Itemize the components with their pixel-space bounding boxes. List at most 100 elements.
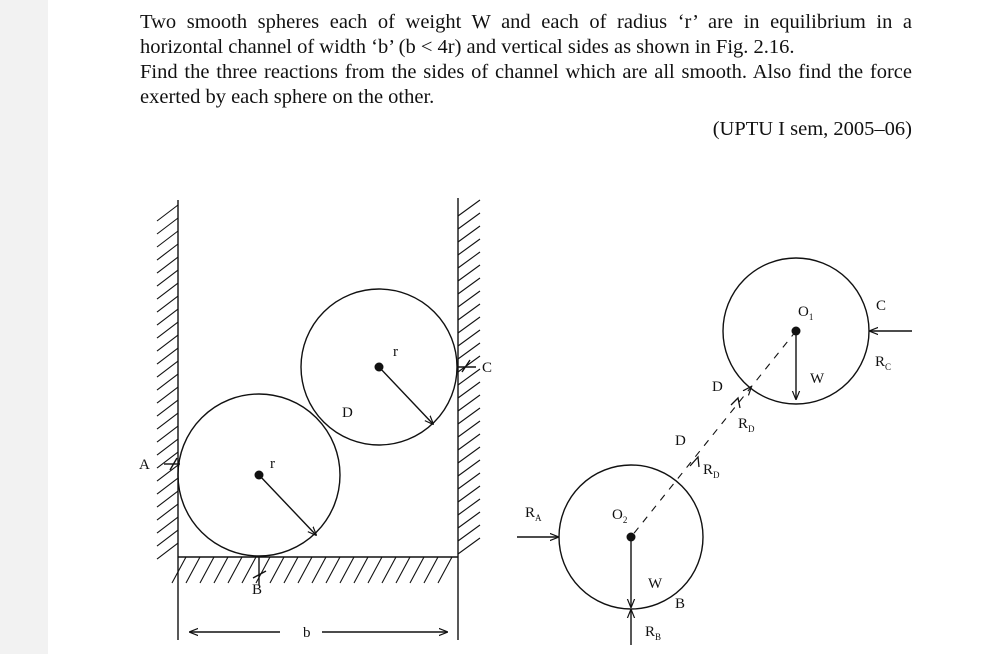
hatch-line [227, 556, 243, 584]
hatch-line [156, 451, 179, 469]
label-Rc: RC [875, 354, 891, 372]
hatch-line [241, 556, 257, 584]
hatch-line [171, 556, 187, 584]
rd-lower-arrowhead [689, 455, 700, 468]
hatch-line [457, 238, 481, 256]
hatch-line [457, 316, 481, 334]
label-O2: O2 [612, 507, 627, 525]
hatch-line [457, 342, 481, 360]
free-body-diagram [517, 257, 912, 645]
hatch-line [457, 290, 481, 308]
left-wall-hatching [156, 204, 179, 560]
hatch-line [457, 303, 481, 321]
hatch-line [156, 217, 179, 235]
fbd-o2-center [626, 532, 636, 542]
hatch-line [457, 329, 481, 347]
hatch-line [156, 490, 179, 508]
problem-line-2: Find the three reactions from the sides … [140, 61, 912, 108]
hatch-line [269, 556, 285, 584]
hatch-line [156, 347, 179, 365]
hatch-line [311, 556, 327, 584]
hatch-line [156, 438, 179, 456]
hatch-line [156, 256, 179, 274]
label-RA: RA [525, 505, 542, 523]
hatch-line [457, 368, 481, 386]
hatch-line [156, 282, 179, 300]
hatch-line [297, 556, 313, 584]
hatch-line [199, 556, 215, 584]
hatch-line [457, 407, 481, 425]
hatch-line [156, 412, 179, 430]
hatch-line [156, 295, 179, 313]
label-RD-upper: RD [738, 416, 755, 434]
hatch-line [409, 556, 425, 584]
hatch-line [457, 199, 481, 217]
label-r-upper: r [393, 344, 398, 360]
channel-diagram [156, 198, 481, 640]
hatch-line [457, 472, 481, 490]
hatch-line [156, 516, 179, 534]
hatch-line [457, 355, 481, 373]
hatch-line [156, 321, 179, 339]
hatch-line [255, 556, 271, 584]
hatch-line [457, 485, 481, 503]
hatch-line [457, 212, 481, 230]
fbd-lower-sphere [558, 464, 704, 610]
hatch-line [395, 556, 411, 584]
hatch-line [457, 459, 481, 477]
hatch-line [156, 373, 179, 391]
hatch-line [213, 556, 229, 584]
hatch-line [457, 433, 481, 451]
hatch-line [156, 529, 179, 547]
hatch-line [156, 204, 179, 222]
hatch-line [457, 537, 481, 555]
label-W-upper: W [810, 371, 825, 387]
hatch-line [457, 446, 481, 464]
label-D-lower: D [675, 433, 686, 449]
label-O1: O1 [798, 304, 813, 322]
hatch-line [457, 251, 481, 269]
hatch-line [381, 556, 397, 584]
hatch-line [457, 264, 481, 282]
hatch-line [156, 269, 179, 287]
fbd-upper-sphere [722, 257, 870, 405]
hatch-line [457, 225, 481, 243]
hatch-line [156, 243, 179, 261]
label-C: C [482, 360, 492, 376]
fbd-o1-center [791, 326, 801, 336]
hatch-line [457, 420, 481, 438]
hatch-line [156, 308, 179, 326]
hatch-line [156, 399, 179, 417]
line-of-centres [630, 330, 797, 538]
hatch-line [185, 556, 201, 584]
right-wall-hatching [457, 199, 481, 555]
hatch-line [457, 511, 481, 529]
contact-mark-C-tick [461, 359, 471, 373]
hatch-line [156, 334, 179, 352]
hatch-line [325, 556, 341, 584]
contact-mark-B-tick [252, 570, 267, 579]
upper-sphere-center [374, 362, 384, 372]
hatch-line [457, 524, 481, 542]
upper-radius-arrow [378, 366, 433, 424]
label-D-upper: D [712, 379, 723, 395]
hatch-line [367, 556, 383, 584]
hatch-line [423, 556, 439, 584]
hatch-line [156, 477, 179, 495]
label-A: A [139, 457, 150, 473]
hatch-line [437, 556, 453, 584]
hatch-line [156, 425, 179, 443]
hatch-line [156, 503, 179, 521]
contact-mark-A-tick [169, 457, 178, 471]
hatch-line [339, 556, 355, 584]
label-C-right: C [876, 298, 886, 314]
hatch-line [156, 230, 179, 248]
label-B: B [252, 582, 262, 598]
label-RD-lower: RD [703, 462, 720, 480]
hatch-line [457, 381, 481, 399]
problem-statement: Two smooth spheres each of weight W and … [140, 10, 912, 142]
label-D: D [342, 405, 353, 421]
label-W-lower: W [648, 576, 663, 592]
hatch-line [457, 277, 481, 295]
